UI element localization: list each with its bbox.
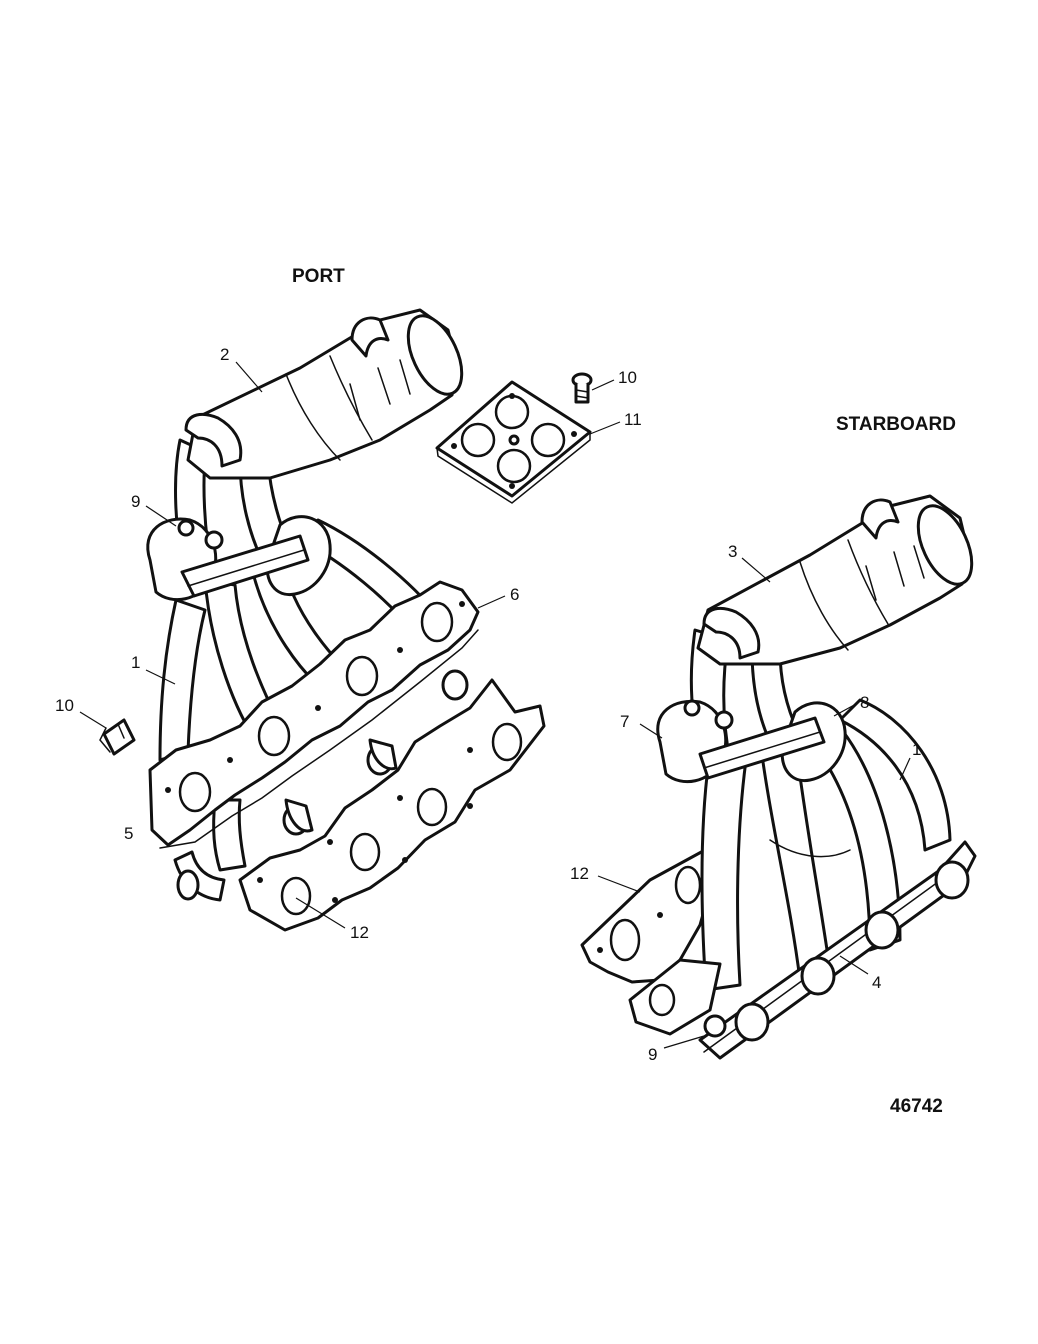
leader-stbd-1	[899, 757, 911, 781]
callout-top-11: 11	[624, 410, 642, 429]
port-collector-2	[174, 308, 464, 574]
callout-port-2: 2	[220, 345, 229, 364]
leader-port-6	[477, 595, 506, 609]
leader-stbd-8	[833, 703, 857, 717]
starboard-assembly	[580, 494, 977, 1060]
top-bolt-10	[571, 372, 593, 404]
callout-port-1: 1	[131, 653, 140, 672]
starboard-manifold-runners	[700, 698, 952, 992]
callout-stbd-8: 8	[860, 693, 869, 712]
callout-port-12: 12	[350, 923, 369, 942]
leader-stbd-3	[741, 557, 771, 583]
leader-port-10	[79, 711, 107, 729]
leader-lines	[79, 361, 911, 1049]
callout-port-6: 6	[510, 585, 519, 604]
port-gasket-12	[238, 678, 546, 932]
callout-stbd-1: 1	[912, 740, 921, 759]
leader-top-11	[589, 421, 621, 435]
callout-stbd-3: 3	[728, 542, 737, 561]
callout-stbd-9: 9	[648, 1045, 657, 1064]
port-bolt-10	[99, 718, 136, 756]
leader-stbd-4	[839, 955, 869, 975]
leader-top-10	[591, 379, 615, 391]
callout-top-10: 10	[618, 368, 637, 387]
callout-port-10: 10	[55, 696, 74, 715]
callout-port-5: 5	[124, 824, 133, 843]
leader-port-1	[145, 669, 176, 685]
starboard-clamp-bridge	[698, 716, 826, 780]
port-assembly	[99, 308, 546, 932]
leader-port-2	[235, 361, 263, 393]
top-gasket-11	[435, 380, 592, 504]
callout-stbd-7: 7	[620, 712, 629, 731]
figure-number: 46742	[890, 1096, 943, 1117]
starboard-flange-4	[628, 840, 977, 1060]
leader-stbd-9	[663, 1035, 705, 1049]
leader-stbd-12	[597, 875, 641, 893]
starboard-heading: STARBOARD	[836, 414, 956, 435]
port-clamp-9	[146, 515, 332, 602]
callout-stbd-12: 12	[570, 864, 589, 883]
callout-stbd-4: 4	[872, 973, 881, 992]
leader-port-12	[295, 897, 346, 929]
leader-port-9	[145, 505, 177, 527]
port-heading: PORT	[292, 266, 345, 287]
port-flange-6	[148, 580, 480, 849]
callout-port-9: 9	[131, 492, 140, 511]
leader-stbd-7	[639, 723, 663, 739]
